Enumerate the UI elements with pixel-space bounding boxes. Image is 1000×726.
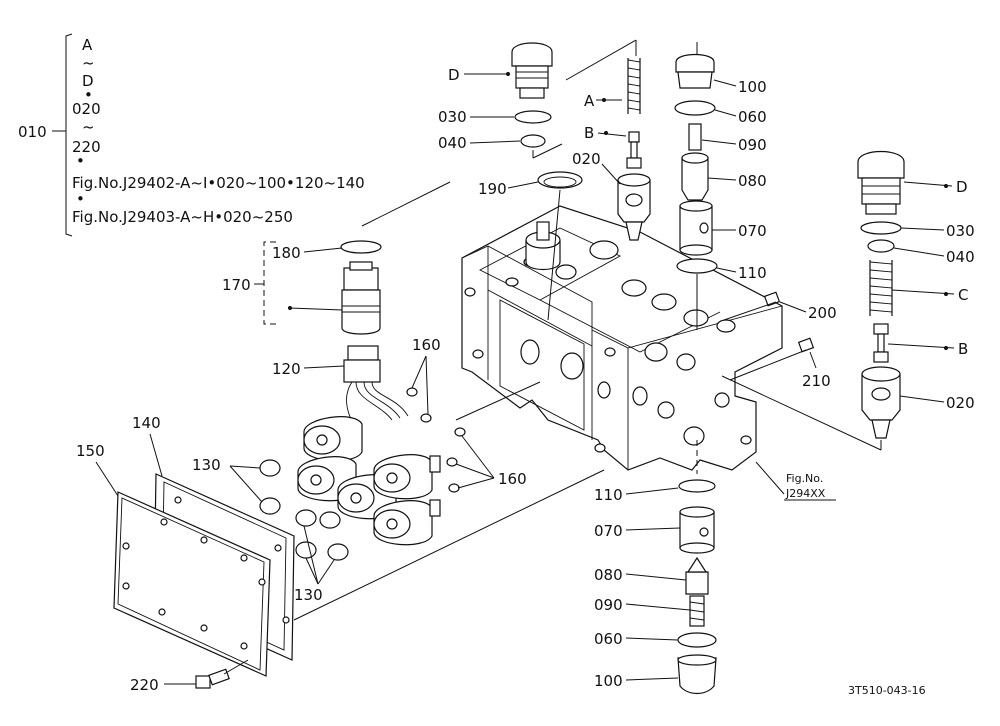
callout-130-bottom: 130	[294, 586, 323, 604]
bracket-line-2: D	[82, 72, 94, 90]
header-bracket	[65, 33, 73, 237]
bracket-line-5: ~	[82, 118, 95, 136]
callout-100-top: 100	[738, 78, 767, 96]
sensor-170	[263, 181, 451, 335]
callout-190: 190	[478, 180, 507, 198]
callout-110-bottom: 110	[594, 486, 623, 504]
valve-assembly-center	[565, 39, 651, 241]
bracket-line-3: •	[84, 86, 93, 104]
fig-line-2: Fig.No.J29403-A~H•020~250	[72, 208, 293, 226]
callout-d-right: D	[956, 178, 968, 196]
callout-c: C	[958, 286, 968, 304]
bracket-line-6: 220	[72, 138, 101, 156]
callout-160-top: 160	[412, 336, 441, 354]
fig-line-1: Fig.No.J29402-A~I•020~100•120~140	[72, 174, 365, 192]
callout-labels: D 030 040 A B 020 100 060 090 080 070 11…	[76, 66, 975, 694]
callout-020-right: 020	[946, 394, 975, 412]
callout-080-bottom: 080	[594, 566, 623, 584]
group-ref-label: 010	[18, 123, 47, 141]
gasket-cover	[113, 469, 605, 677]
cartridge-right	[721, 151, 905, 451]
fig-ref-line2: J294XX	[785, 487, 826, 500]
solenoid-4	[373, 454, 441, 500]
fig-ref-line1: Fig.No.	[786, 472, 823, 485]
callout-060-bottom: 060	[594, 630, 623, 648]
callout-220: 220	[130, 676, 159, 694]
callout-170: 170	[222, 276, 251, 294]
header-block: 010 A ~ D • 020 ~ 220 • Fig.No.J29402-A~…	[18, 33, 365, 237]
callout-210: 210	[802, 372, 831, 390]
fig-line-1-bullet: •	[76, 190, 85, 208]
bolt-220	[195, 659, 249, 689]
callout-090-bottom: 090	[594, 596, 623, 614]
callout-020-center: 020	[572, 150, 601, 168]
solenoid-1	[303, 416, 363, 462]
callout-070-bottom: 070	[594, 522, 623, 540]
bracket-line-0: A	[82, 36, 93, 54]
callout-130-top: 130	[192, 456, 221, 474]
callout-030-right: 030	[946, 222, 975, 240]
snap-ring-190	[537, 171, 583, 321]
callout-030-left: 030	[438, 108, 467, 126]
callout-b-right: B	[958, 340, 968, 358]
bracket-line-1: ~	[82, 54, 95, 72]
valve-body	[461, 205, 783, 471]
callout-090-top: 090	[738, 136, 767, 154]
solenoid-harness	[259, 345, 541, 561]
callout-040-right: 040	[946, 248, 975, 266]
callout-100-bottom: 100	[594, 672, 623, 690]
plugs-200-210	[723, 291, 815, 381]
bracket-line-4: 020	[72, 100, 101, 118]
callout-160-bottom: 160	[498, 470, 527, 488]
solenoid-5	[373, 499, 441, 546]
callout-140: 140	[132, 414, 161, 432]
figure-ref: Fig.No. J294XX	[755, 461, 836, 501]
callout-180: 180	[272, 244, 301, 262]
callout-d-left: D	[448, 66, 460, 84]
bracket-line-7: •	[76, 152, 85, 170]
callout-040-left: 040	[438, 134, 467, 152]
cartridge-left-top	[511, 42, 563, 159]
callout-060-top: 060	[738, 108, 767, 126]
callout-080-top: 080	[738, 172, 767, 190]
stack-bottom	[677, 440, 717, 695]
callout-150: 150	[76, 442, 105, 460]
callout-a: A	[584, 92, 595, 110]
stack-right-top	[674, 42, 718, 330]
callout-b-center: B	[584, 124, 594, 142]
drawing-number: 3T510-043-16	[848, 684, 926, 697]
callout-120: 120	[272, 360, 301, 378]
callout-200: 200	[808, 304, 837, 322]
callout-110-top: 110	[738, 264, 767, 282]
callout-070-top: 070	[738, 222, 767, 240]
